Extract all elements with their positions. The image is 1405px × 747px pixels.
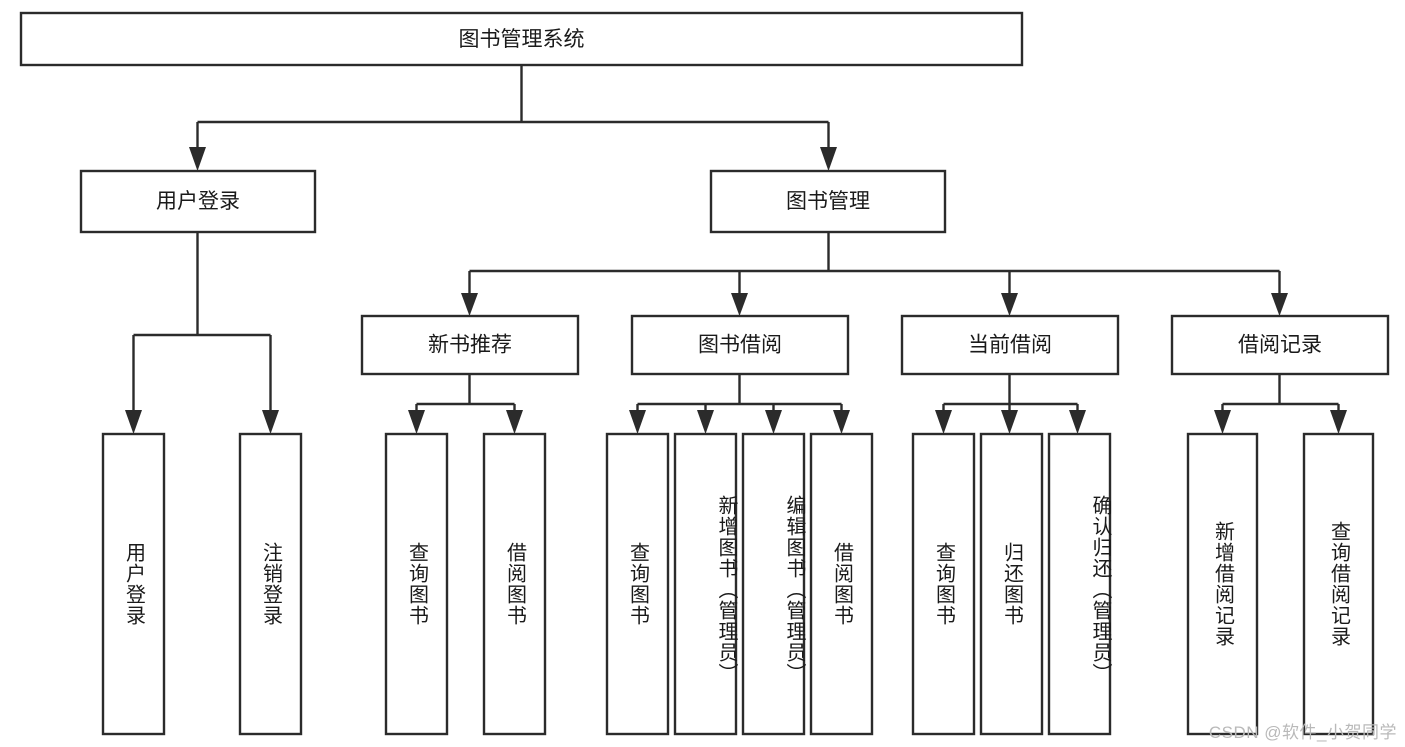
node-book-management-label: 图书管理 xyxy=(786,190,870,213)
node-layer: 图书管理系统 用户登录 图书管理 新书推荐 图书借阅 当前借阅 借阅记录 xyxy=(19,11,1390,736)
arrow-icon-to-user-login xyxy=(189,147,206,171)
node-leaf-bookborrow-edit[interactable] xyxy=(741,432,806,736)
node-user-login[interactable] xyxy=(79,169,317,234)
arrow-icon-bookborrow-leaf-4 xyxy=(833,410,850,434)
connector-layer xyxy=(125,65,1347,434)
arrow-icon-bookborrow-leaf-3 xyxy=(765,410,782,434)
node-leaf-currentborrow-confirm[interactable] xyxy=(1047,432,1112,736)
arrow-icon-userlogin-leaf-2 xyxy=(262,410,279,434)
arrow-icon-to-book-mgmt xyxy=(820,147,837,171)
node-current-borrow[interactable] xyxy=(900,314,1120,376)
node-book-borrow-label: 图书借阅 xyxy=(698,334,782,357)
node-borrow-record-label: 借阅记录 xyxy=(1238,334,1322,357)
arrow-icon-to-book-borrow xyxy=(731,293,748,316)
node-book-management[interactable] xyxy=(709,169,947,234)
node-leaf-currentborrow-return[interactable] xyxy=(979,432,1044,736)
node-leaf-borrowrecord-add[interactable] xyxy=(1186,432,1259,736)
node-leaf-bookborrow-borrow[interactable] xyxy=(809,432,874,736)
arrow-icon-to-current-borrow xyxy=(1001,293,1018,316)
node-leaf-currentborrow-query[interactable] xyxy=(911,432,976,736)
node-leaf-user-login-logout[interactable] xyxy=(238,432,303,736)
arrow-icon-borrowrecord-leaf-1 xyxy=(1214,410,1231,434)
node-new-book-recommend-label: 新书推荐 xyxy=(428,334,512,357)
arrow-icon-userlogin-leaf-1 xyxy=(125,410,142,434)
watermark-csdn: CSDN @软件_小贺同学 xyxy=(1208,723,1397,742)
node-book-borrow[interactable] xyxy=(630,314,850,376)
node-current-borrow-label: 当前借阅 xyxy=(968,334,1052,357)
node-new-book-recommend[interactable] xyxy=(360,314,580,376)
arrow-icon-borrowrecord-leaf-2 xyxy=(1330,410,1347,434)
arrow-icon-to-borrow-record xyxy=(1271,293,1288,316)
node-borrow-record[interactable] xyxy=(1170,314,1390,376)
node-root-book-management-system[interactable] xyxy=(19,11,1024,67)
arrow-icon-bookborrow-leaf-2 xyxy=(697,410,714,434)
arrow-icon-currentborrow-leaf-1 xyxy=(935,410,952,434)
node-leaf-borrowrecord-query[interactable] xyxy=(1302,432,1375,736)
node-leaf-newbook-query[interactable] xyxy=(384,432,449,736)
node-leaf-bookborrow-query[interactable] xyxy=(605,432,670,736)
node-root-label: 图书管理系统 xyxy=(459,28,585,51)
node-leaf-newbook-borrow[interactable] xyxy=(482,432,547,736)
node-leaf-bookborrow-add[interactable] xyxy=(673,432,738,736)
arrow-icon-currentborrow-leaf-2 xyxy=(1001,410,1018,434)
arrow-icon-to-new-book xyxy=(461,293,478,316)
arrow-icon-currentborrow-leaf-3 xyxy=(1069,410,1086,434)
arrow-icon-bookborrow-leaf-1 xyxy=(629,410,646,434)
node-user-login-label: 用户登录 xyxy=(156,190,240,213)
arrow-icon-newbook-leaf-2 xyxy=(506,410,523,434)
node-leaf-user-login-login[interactable] xyxy=(101,432,166,736)
arrow-icon-newbook-leaf-1 xyxy=(408,410,425,434)
